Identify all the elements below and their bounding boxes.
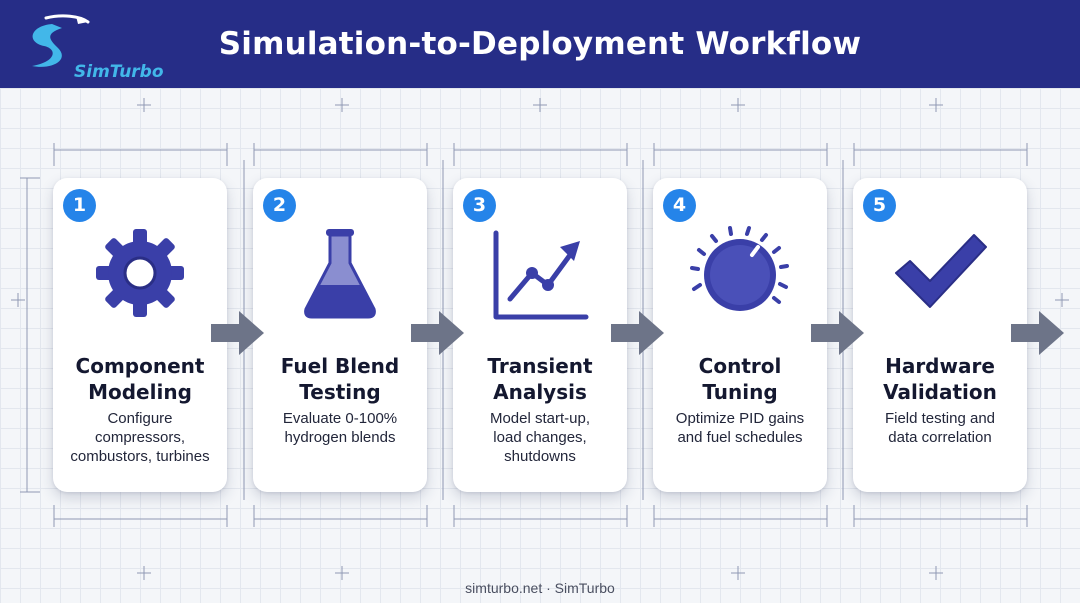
step-number-badge: 2 — [263, 189, 296, 222]
arrow-right-icon — [811, 311, 864, 355]
footer-credit: simturbo.net · SimTurbo — [465, 580, 615, 596]
gear-icon — [96, 229, 184, 317]
header-bar: SimTurbo Simulation-to-Deployment Workfl… — [0, 0, 1080, 88]
simturbo-logo[interactable]: SimTurbo — [22, 12, 164, 82]
blueprint-guides — [11, 98, 1069, 580]
dimension-line-bottom — [53, 505, 1028, 527]
flask-icon — [304, 229, 376, 319]
step-number-badge: 1 — [63, 189, 96, 222]
arrow-right-icon — [211, 311, 264, 355]
dimension-line-top — [53, 143, 1028, 166]
crosshair-marks — [11, 98, 1069, 580]
page-title: Simulation-to-Deployment Workflow — [218, 26, 862, 62]
step-description: Evaluate 0-100%hydrogen blends — [282, 410, 398, 446]
step-number-badge: 3 — [463, 189, 496, 222]
step-number-badge: 4 — [663, 189, 696, 222]
step-description: Model start-up,load changes,shutdowns — [489, 410, 591, 465]
arrow-right-icon — [611, 311, 664, 355]
dial-knob-icon — [690, 226, 789, 311]
arrow-right-icon — [411, 311, 464, 355]
line-chart-icon — [493, 230, 589, 320]
logo-text: SimTurbo — [74, 62, 164, 82]
step-number-badge: 5 — [863, 189, 896, 222]
checkmark-icon — [895, 234, 987, 308]
arrow-right-icon — [1011, 311, 1064, 355]
logo-swoosh-icon — [32, 14, 90, 67]
